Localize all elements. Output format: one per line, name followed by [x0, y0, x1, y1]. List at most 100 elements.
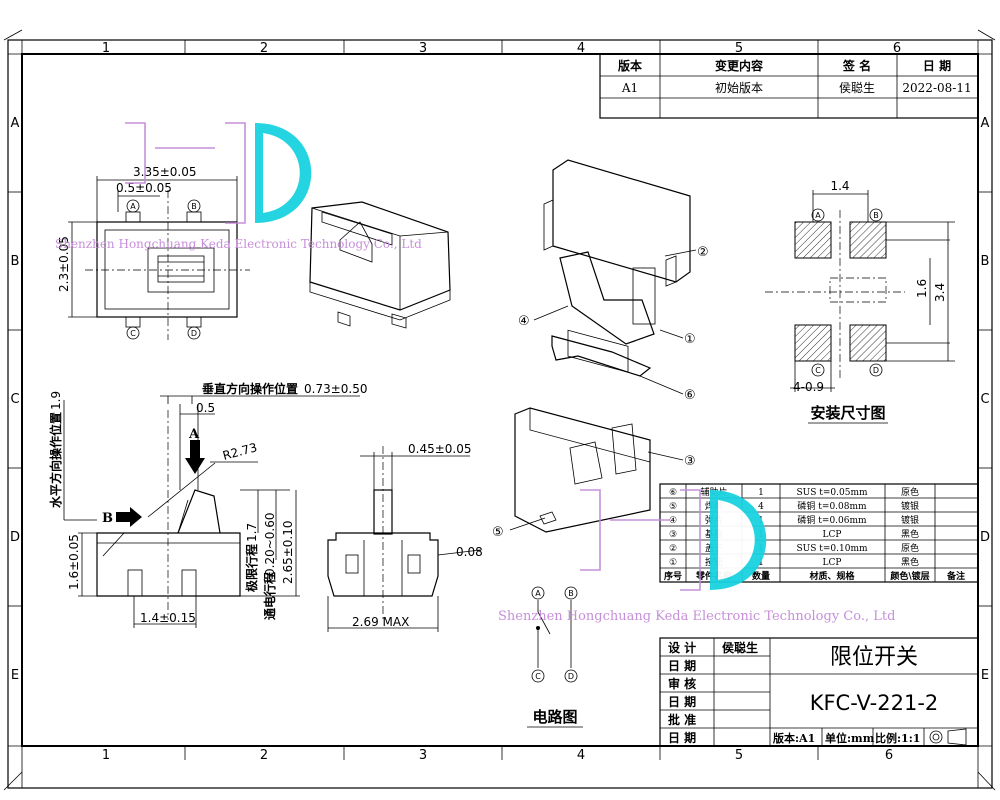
bom-cell: 磷铜 t=0.06mm	[797, 514, 867, 526]
bom-cell: SUS t=0.05mm	[796, 488, 868, 498]
rev-cell: 2022-08-11	[902, 81, 971, 95]
radius: R2.73	[221, 440, 258, 463]
node-label: D	[568, 672, 574, 681]
dim-34: 3.4	[933, 283, 947, 302]
node-label: B	[568, 589, 574, 598]
rev-header: 日 期	[923, 58, 951, 73]
circuit-diagram: A B C D 电路图	[527, 586, 583, 728]
callout: ⑤	[492, 525, 504, 540]
pin-label: A	[130, 202, 136, 211]
bom-cell: 4	[758, 502, 764, 512]
row-label: B	[11, 254, 20, 269]
callout: ⑥	[684, 388, 696, 403]
rev-header: 版本	[618, 58, 642, 73]
limit-travel-label: 极限行程	[244, 544, 259, 592]
tb-label: 日 期	[668, 730, 696, 745]
row-label: C	[980, 392, 989, 407]
watermark-text: Shenzhen Hongchuang Keda Electronic Tech…	[55, 237, 422, 251]
pad-label: A	[815, 211, 821, 220]
tb-label: 设 计	[668, 640, 696, 655]
col-label: 3	[419, 41, 427, 56]
rev-cell: 初始版本	[715, 81, 763, 95]
rev-cell: A1	[621, 81, 638, 95]
exploded-view: ① ② ③ ④ ⑤ ⑥	[492, 159, 709, 540]
pin-label: D	[191, 329, 197, 338]
dim-height: 2.3±0.05	[57, 236, 71, 292]
row-label: C	[10, 392, 19, 407]
vertical-value: 0.73±0.50	[304, 382, 368, 396]
pin-label: B	[191, 202, 197, 211]
row-label: A	[11, 116, 20, 131]
horizontal-value: 1.9	[49, 391, 63, 410]
arrow-a-label: A	[188, 427, 200, 442]
front-view: 垂直方向操作位置 0.73±0.50 水平方向操作位置 1.9 0.5 R2.7…	[48, 381, 368, 628]
pad-label: D	[873, 366, 879, 375]
bom-cell: SUS t=0.10mm	[796, 544, 868, 554]
bom-cell: ④	[669, 516, 677, 526]
bom-cell: ⑤	[669, 502, 677, 512]
dim-width: 3.35±0.05	[133, 165, 197, 179]
mounting-title: 安装尺寸图	[810, 404, 885, 422]
sheet-frame: 1 2 3 4 5 6 1 2 3 4 5 6 A B C D E A B C …	[3, 29, 996, 791]
side-view: 0.45±0.05 0.08 2.69 MAX	[327, 442, 483, 632]
pad-c	[794, 324, 832, 362]
bom-cell: 原色	[901, 486, 919, 498]
callout: ①	[684, 332, 696, 347]
row-label: B	[981, 254, 990, 269]
dim-045: 0.45±0.05	[408, 442, 472, 456]
conduct-travel-value: 0.20~0.60	[263, 513, 277, 577]
dim-pitch: 0.5±0.05	[116, 181, 172, 195]
watermark-text: Shenzhen Hongchuang Keda Electronic Tech…	[498, 609, 895, 624]
col-label: 1	[102, 41, 110, 56]
bom-cell: 磷铜 t=0.08mm	[797, 500, 867, 512]
col-label: 1	[102, 748, 110, 763]
bom-table: ⑥辅助片1SUS t=0.05mm原色⑤焊脚4磷铜 t=0.08mm镀银④弹片1…	[659, 483, 979, 583]
rev-header: 变更内容	[715, 58, 763, 73]
conduct-travel-label: 通电行程	[262, 572, 277, 620]
dim-14: 1.4±0.15	[140, 611, 196, 625]
horizontal-label: 水平方向操作位置	[48, 412, 63, 508]
col-label: 3	[419, 748, 427, 763]
row-label: A	[981, 116, 990, 131]
bom-header: 颜色\镀层	[890, 570, 929, 582]
bom-cell: 黑色	[901, 556, 919, 568]
scale: 比例:1:1	[875, 731, 920, 745]
iso-view	[309, 201, 451, 329]
node-label: A	[535, 589, 541, 598]
col-label: 6	[893, 41, 901, 56]
limit-travel-value: 1.7	[245, 523, 259, 542]
col-label: 2	[260, 748, 268, 763]
col-label: 6	[885, 748, 893, 763]
part-number: KFC-V-221-2	[810, 691, 939, 715]
bom-header: 序号	[664, 570, 682, 582]
bom-cell: ①	[669, 558, 677, 568]
pad-label: C	[815, 366, 821, 375]
pad-b	[849, 221, 887, 259]
top-view: 3.35±0.05 0.5±0.05 2.3±0.05 A B C D	[57, 165, 250, 340]
title-block: 设 计 日 期 审 核 日 期 批 准 日 期 侯聪生 限位开关 KFC-V-2…	[659, 637, 979, 747]
pad-a	[794, 221, 832, 259]
node-label: C	[535, 672, 541, 681]
row-label: E	[11, 668, 19, 683]
col-label: 4	[577, 41, 585, 56]
callout: ④	[518, 314, 530, 329]
col-label: 2	[260, 41, 268, 56]
dim-16: 1.6	[915, 279, 929, 298]
bom-cell: 黑色	[901, 528, 919, 540]
dim-269: 2.69 MAX	[352, 615, 409, 629]
circuit-title: 电路图	[532, 708, 577, 726]
bom-cell: LCP	[823, 558, 842, 568]
revision-table: 版本 变更内容 签 名 日 期 A1 初始版本 侯聪生 2022-08-11	[599, 53, 979, 119]
dim-265: 2.65±0.10	[281, 521, 295, 585]
dim-16: 1.6±0.05	[67, 534, 81, 590]
bom-cell: ②	[669, 544, 677, 554]
bom-cell: 1	[758, 488, 764, 498]
bom-cell: 原色	[901, 542, 919, 554]
dim-05: 0.5	[196, 401, 215, 415]
row-label: D	[980, 530, 990, 545]
designer: 侯聪生	[722, 640, 758, 655]
version: 版本:A1	[773, 731, 815, 745]
col-label: 5	[735, 41, 743, 56]
callout: ②	[697, 245, 709, 260]
